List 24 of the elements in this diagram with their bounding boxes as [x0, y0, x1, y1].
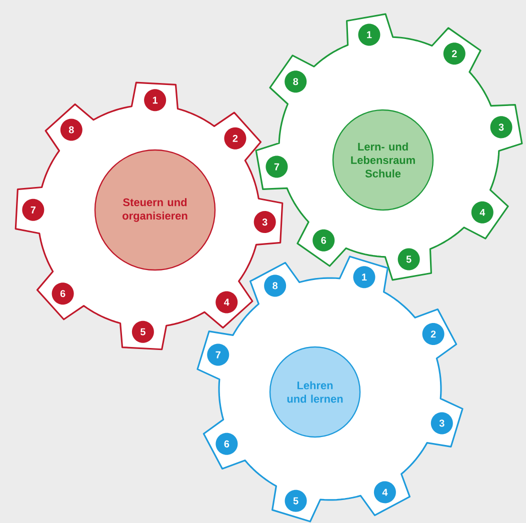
number-badge: 6: [312, 229, 335, 252]
number-badge: 7: [22, 198, 44, 221]
number-badge: 1: [144, 89, 166, 112]
number-badge: 7: [266, 156, 288, 178]
number-badge: 5: [398, 248, 420, 270]
number-badge: 3: [490, 116, 512, 138]
number-badge: 6: [216, 432, 238, 455]
number-badge: 3: [254, 211, 276, 234]
number-badge: 4: [471, 201, 494, 224]
number-badge: 4: [216, 291, 238, 314]
number-badge: 6: [52, 282, 74, 305]
number-badge: 1: [358, 24, 380, 46]
number-badge: 8: [60, 118, 82, 141]
number-badge: 5: [284, 490, 307, 512]
number-badge: 8: [284, 70, 307, 93]
number-badge: 4: [374, 481, 396, 504]
number-badge: 5: [132, 320, 154, 343]
number-badge: 7: [207, 344, 230, 366]
number-badge: 3: [430, 412, 453, 434]
number-badge: 1: [353, 266, 376, 288]
number-badge: 8: [264, 274, 286, 297]
number-badge: 2: [422, 323, 444, 346]
number-badge: 2: [443, 42, 466, 65]
number-badge: 2: [224, 127, 246, 150]
